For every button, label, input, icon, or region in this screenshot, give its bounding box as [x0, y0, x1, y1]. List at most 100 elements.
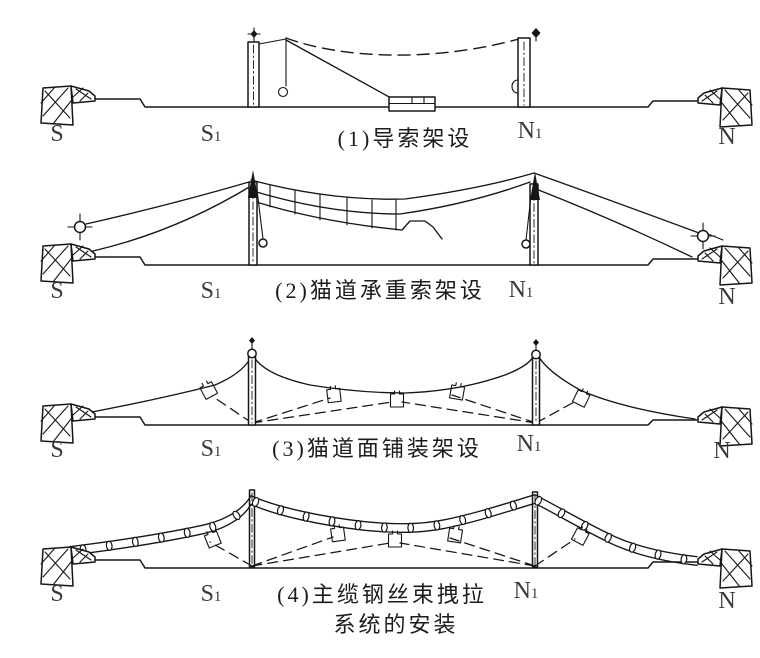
catwalk-rope-main — [253, 356, 534, 394]
side-rope-left-upper — [85, 181, 250, 225]
tower-n1 — [531, 339, 541, 426]
wire-strand-roller — [380, 522, 388, 533]
side-rope-left-lower — [92, 185, 252, 252]
wire-strand-roller — [433, 520, 441, 531]
wire-strand-roller — [183, 527, 191, 538]
label-s: S — [50, 581, 63, 607]
panel-3-caption: (3)猫道面铺装架设 — [272, 436, 482, 461]
wire-strand-roller — [628, 542, 637, 553]
anchor-n — [697, 245, 753, 286]
wire-strand-roller — [302, 511, 310, 522]
haul-lines-n1 — [401, 394, 577, 424]
anchor-tie — [707, 233, 724, 241]
wire-strand-roller — [509, 500, 517, 511]
anchor-n — [697, 548, 753, 589]
anchor-s — [40, 403, 96, 444]
wire-strand-roller — [131, 536, 139, 548]
label-n: N — [718, 124, 735, 150]
catwalk-rope-right — [538, 356, 696, 420]
guide-cable-dashed — [285, 37, 520, 56]
wire-strand-roller — [604, 532, 613, 543]
wire-strand-roller — [459, 514, 467, 526]
panel-2-caption: (2)猫道承重索架设 — [275, 278, 485, 303]
wire-strand-roller — [654, 549, 662, 560]
wire-strand-roller — [209, 521, 217, 532]
anchor-n — [697, 87, 753, 128]
panel-4-strand-hauling-system: S S1 N1 N (4)主缆钢丝束拽拉 系统的安装 — [40, 489, 753, 637]
jacking-arrow — [248, 170, 258, 198]
haul-hook — [258, 238, 268, 248]
label-s1: S1 — [201, 121, 222, 147]
work-trolley — [202, 527, 222, 549]
anchor-s — [40, 243, 96, 284]
haul-lines-s1 — [211, 395, 393, 424]
wire-strand-roller — [407, 522, 415, 534]
jacking-arrow — [530, 172, 540, 200]
wire-strand-roller — [251, 497, 260, 507]
panel-4-caption-line2: 系统的安装 — [333, 612, 458, 637]
ground-line — [94, 256, 699, 266]
wire-strand-roller — [680, 554, 688, 565]
side-rope-right-lower — [535, 188, 693, 258]
rope-grid-verticals — [269, 184, 397, 231]
label-n1: N1 — [518, 118, 543, 144]
panel-4-caption-line1: (4)主缆钢丝束拽拉 — [277, 582, 487, 607]
tower-saddle-sheave — [247, 348, 257, 359]
tower-finial — [531, 28, 541, 38]
tower-finial — [533, 339, 539, 346]
work-trolley — [198, 378, 219, 400]
label-n: N — [718, 588, 735, 614]
panel-1-caption: (1)导索架设 — [338, 126, 473, 151]
label-n: N — [718, 284, 735, 310]
label-s1: S1 — [201, 278, 222, 304]
label-n1: N1 — [509, 277, 534, 303]
wire-strand-roller — [232, 510, 241, 521]
label-n: N — [713, 438, 730, 464]
barge — [388, 96, 436, 112]
wire-strand-roller — [580, 520, 589, 531]
work-trolley — [387, 530, 403, 548]
haul-lines-n1 — [399, 537, 576, 567]
label-n1: N1 — [514, 578, 539, 604]
hauling-line — [285, 39, 392, 99]
label-s: S — [50, 121, 63, 147]
tower-finial — [249, 337, 255, 344]
top-rope — [250, 172, 700, 234]
tower-n1 — [531, 491, 539, 568]
wire-strand-roller — [354, 520, 362, 531]
ground-line — [94, 416, 699, 426]
wire-strand-roller — [557, 508, 566, 519]
catwalk-band — [69, 494, 698, 566]
label-s1: S1 — [201, 581, 222, 607]
wire-strand-roller — [276, 505, 285, 516]
wire-strand-roller — [484, 508, 492, 519]
tower-finial — [250, 30, 258, 38]
panel-2-bearing-rope-erection: S S1 N1 N (2)猫道承重索架设 — [40, 170, 753, 310]
panel-1-guide-cable-erection: S S1 N1 N (1)导索架设 — [40, 27, 753, 151]
tower-n1 — [511, 28, 541, 108]
haul-hook — [521, 239, 531, 249]
panel-3-catwalk-floor-erection: S S1 N1 N (3)猫道面铺装架设 — [40, 337, 753, 464]
anchor-s — [40, 546, 96, 587]
anchor-s — [40, 85, 96, 126]
tower-s1 — [248, 170, 268, 266]
tensioner-left — [67, 213, 93, 241]
pulley-block — [277, 86, 289, 98]
wire-strand-roller — [534, 495, 543, 506]
wire-strand-roller — [105, 540, 113, 551]
tower-saddle-sheave — [531, 349, 541, 360]
tower-s1 — [247, 27, 289, 108]
label-s1: S1 — [201, 436, 222, 462]
label-s: S — [50, 437, 63, 463]
tower-s1 — [247, 337, 257, 426]
label-s: S — [50, 278, 63, 304]
mid-rope — [252, 181, 531, 215]
ground-line — [94, 559, 699, 569]
pulley-block — [511, 79, 519, 94]
tensioner-right — [690, 222, 716, 250]
wire-strand-roller — [328, 516, 336, 527]
tower-n1 — [521, 172, 540, 266]
wire-strand-roller — [157, 532, 165, 543]
